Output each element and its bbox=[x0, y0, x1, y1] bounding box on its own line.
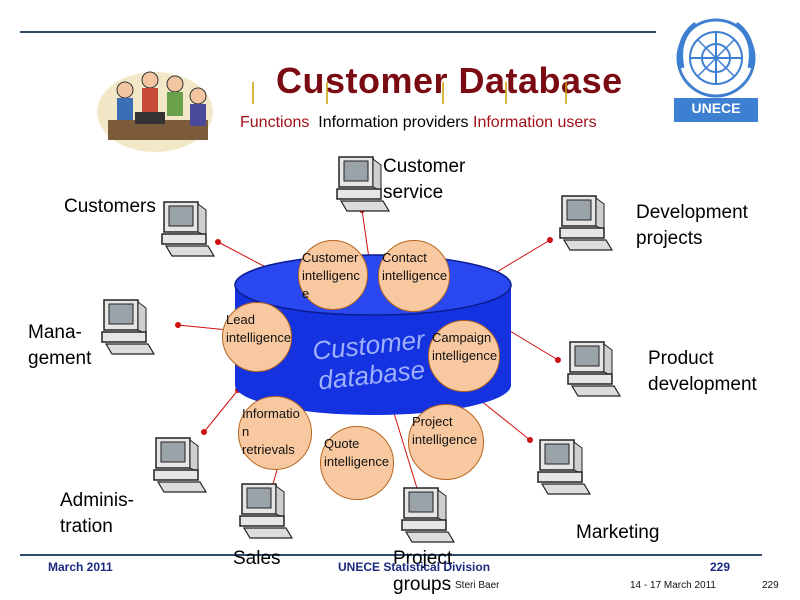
top-rule bbox=[20, 31, 656, 33]
un-emblem-icon bbox=[676, 18, 756, 98]
bubble-project-intelligence: Project intelligence bbox=[408, 404, 484, 480]
user-customer-service: Customer service bbox=[383, 156, 466, 203]
bubble-label: Informatio n retrievals bbox=[242, 406, 300, 457]
subtitle-users: Information users bbox=[473, 114, 597, 131]
user-sales: Sales bbox=[233, 548, 281, 569]
bubble-label: Customer intelligenc e bbox=[302, 250, 360, 301]
bottom-rule bbox=[20, 554, 762, 556]
bubble-label: Quote intelligence bbox=[324, 436, 390, 469]
bubble-label: Campaign intelligence bbox=[432, 330, 498, 363]
bubble-lead-intelligence: Lead intelligence bbox=[222, 302, 292, 372]
bubble-campaign-intelligence: Campaign intelligence bbox=[428, 320, 500, 392]
footer-author: Steri Baer bbox=[455, 580, 500, 591]
user-development-projects: Development projects bbox=[636, 202, 748, 249]
footer-date: March 2011 bbox=[48, 560, 113, 574]
slide-title: Customer Database bbox=[276, 60, 623, 101]
computer-icon bbox=[161, 201, 216, 257]
computer-icon bbox=[537, 439, 592, 495]
footer-page-small: 229 bbox=[762, 580, 779, 591]
footer-dates: 14 - 17 March 2011 bbox=[630, 580, 716, 591]
subtitle-markers bbox=[252, 82, 567, 104]
bubble-label: Project intelligence bbox=[412, 414, 478, 447]
bubble-customer-intelligence: Customer intelligenc e bbox=[298, 240, 368, 310]
computer-icon bbox=[101, 299, 156, 355]
computer-icon bbox=[153, 437, 208, 493]
bubble-quote-intelligence: Quote intelligence bbox=[320, 426, 394, 500]
user-customers: Customers bbox=[64, 196, 156, 217]
team-clipart-icon bbox=[97, 71, 213, 152]
bubble-contact-intelligence: Contact intelligence bbox=[378, 240, 450, 312]
computer-icon bbox=[559, 195, 614, 251]
bubble-information-retrievals: Informatio n retrievals bbox=[238, 396, 312, 470]
user-marketing: Marketing bbox=[576, 522, 660, 543]
user-administration: Adminis- tration bbox=[60, 490, 134, 537]
user-product-development: Product development bbox=[648, 348, 757, 395]
bubble-label: Contact intelligence bbox=[382, 250, 448, 283]
computer-icon bbox=[336, 156, 391, 212]
logo-text: UNECE bbox=[691, 100, 741, 116]
user-management: Mana- gement bbox=[28, 322, 92, 369]
slide-subtitle: Functions Information providers Informat… bbox=[240, 114, 597, 132]
subtitle-providers: Information providers bbox=[318, 114, 469, 131]
computer-icon bbox=[239, 483, 294, 539]
computer-icon bbox=[401, 487, 456, 543]
computer-icon bbox=[567, 341, 622, 397]
subtitle-functions: Functions bbox=[240, 114, 310, 131]
user-project-groups: Project groups bbox=[393, 548, 453, 595]
footer-page: 229 bbox=[710, 560, 731, 574]
footer-division: UNECE Statistical Division bbox=[338, 560, 491, 574]
logo-band bbox=[674, 98, 758, 122]
bubble-label: Lead intelligence bbox=[226, 312, 292, 345]
